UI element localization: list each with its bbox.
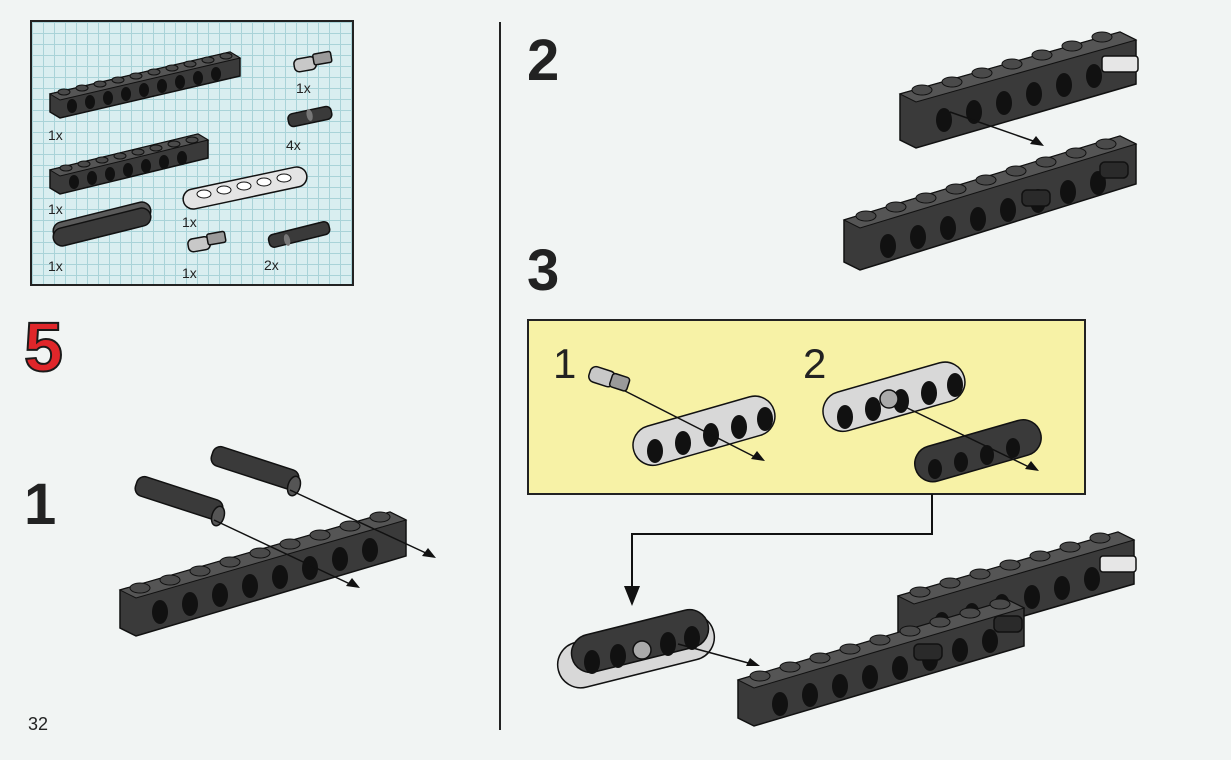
beam-8-hole-dark-icon [48, 133, 210, 195]
step-1-number: 1 [24, 472, 57, 537]
liftarm-5-dark-icon [52, 201, 152, 247]
beam-10-hole-dark-icon [48, 51, 242, 119]
qty-beam-8: 1x [48, 201, 63, 217]
qty-friction-pin: 4x [286, 137, 301, 153]
qty-beam-10: 1x [48, 127, 63, 143]
step-2-number: 2 [527, 28, 560, 93]
step-1-illustration [118, 445, 436, 637]
step-2-illustration [842, 31, 1139, 271]
sub-assembly-callout: 1 2 [527, 319, 1086, 495]
qty-liftarm-light: 1x [182, 214, 197, 230]
long-pin-icon [134, 475, 226, 527]
long-pin-dark-icon [267, 220, 331, 248]
step-3-final-illustration [556, 531, 1137, 727]
axle-pin-icon [588, 365, 631, 392]
sub-step-2-illustration [822, 361, 1042, 483]
sub-step-1-number: 1 [553, 340, 577, 387]
qty-axle-pin-small: 1x [182, 265, 197, 281]
qty-long-pin: 2x [264, 257, 279, 273]
step-3-flow-arrow [624, 494, 933, 606]
axle-pin-light-icon [293, 50, 333, 73]
friction-pin-dark-icon [287, 105, 333, 128]
long-pin-icon [210, 445, 302, 497]
qty-axle-pin-light: 1x [296, 80, 311, 96]
parts-list-panel: 1x 1x 1x 1x 1x 4 [30, 20, 354, 286]
main-step-number: 5 [23, 308, 64, 386]
sub-step-1-illustration [588, 365, 776, 467]
step-3-number: 3 [527, 238, 560, 303]
axle-pin-small-light-icon [187, 230, 227, 253]
liftarm-5-light-icon [182, 166, 308, 210]
sub-step-2-number: 2 [803, 340, 827, 387]
column-divider [499, 22, 501, 730]
page-number: 32 [28, 714, 49, 734]
qty-liftarm-dark: 1x [48, 258, 63, 274]
